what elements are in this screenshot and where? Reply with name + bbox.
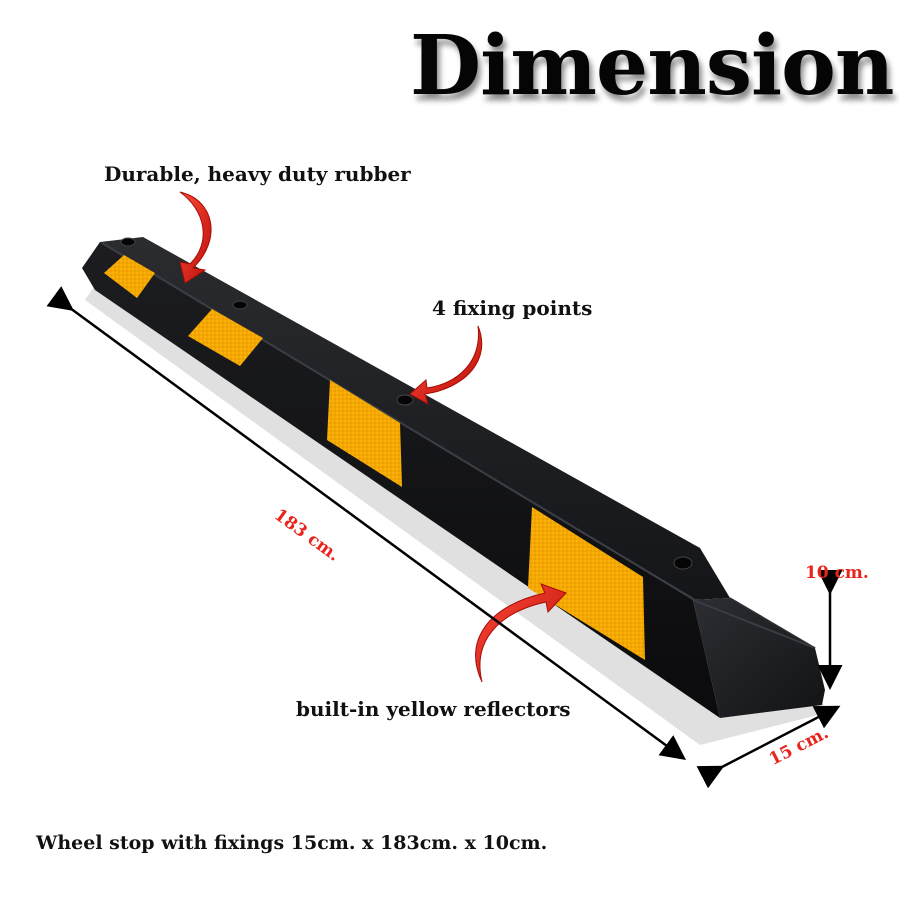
height-dimension-label: 10 cm. bbox=[805, 563, 869, 583]
block-top-face bbox=[100, 237, 730, 600]
rubber-callout-arrow bbox=[179, 191, 212, 284]
fixing-hole-1 bbox=[120, 237, 136, 247]
fixing-callout-arrow bbox=[409, 325, 483, 406]
fixing-hole-3 bbox=[396, 394, 414, 406]
rubber-callout-label: Durable, heavy duty rubber bbox=[104, 162, 411, 186]
reflector-callout-label: built-in yellow reflectors bbox=[296, 697, 571, 721]
page-title: Dimension bbox=[410, 18, 894, 114]
fixing-hole-4 bbox=[673, 556, 693, 570]
width-dimension-line bbox=[696, 705, 841, 789]
fixing-callout-label: 4 fixing points bbox=[432, 296, 593, 320]
product-caption: Wheel stop with fixings 15cm. x 183cm. x… bbox=[36, 832, 548, 854]
fixing-hole-2 bbox=[232, 300, 248, 310]
length-dimension-line bbox=[46, 286, 687, 760]
block-end-face bbox=[693, 598, 825, 718]
